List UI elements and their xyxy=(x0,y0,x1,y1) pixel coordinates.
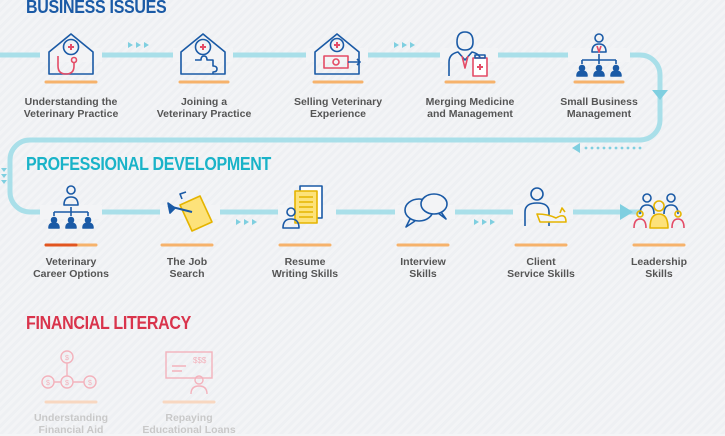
svg-text:$: $ xyxy=(65,355,69,362)
section-title-business: BUSINESS ISSUES xyxy=(26,0,167,18)
topic-label-line1: Joining a xyxy=(180,96,228,108)
flow-dotted-arrow xyxy=(572,143,642,153)
dollar-network-icon: $ $ $ $ xyxy=(41,350,97,389)
topic-label-line2: Experience xyxy=(309,108,367,120)
svg-text:$: $ xyxy=(88,380,92,387)
topic-interview-skills[interactable]: Interview Skills xyxy=(358,256,488,280)
topic-label-line1: Selling Veterinary xyxy=(293,96,383,108)
org-chart-icon xyxy=(576,33,622,77)
flow-track xyxy=(0,52,663,215)
topic-understanding-practice[interactable]: Understanding the Veterinary Practice xyxy=(6,96,136,120)
topic-label-line2: Service Skills xyxy=(507,268,575,280)
topic-career-options[interactable]: Veterinary Career Options xyxy=(6,256,136,280)
topic-label-line2: Veterinary Practice xyxy=(156,108,252,120)
topic-label-line1: Understanding the xyxy=(24,96,118,108)
resume-icon xyxy=(282,185,323,229)
topic-small-business[interactable]: Small Business Management xyxy=(534,96,664,120)
flow-chevrons-row2 xyxy=(236,219,495,225)
topic-label-line1: The Job xyxy=(166,256,208,268)
topic-label-line2: Career Options xyxy=(33,268,109,280)
section-title-financial: FINANCIAL LITERACY xyxy=(26,314,191,334)
topic-label-line1: Client xyxy=(526,256,556,268)
flow-arrow-down xyxy=(652,90,668,100)
topic-label-line2: Skills xyxy=(645,268,673,280)
topic-label-line1: Merging Medicine xyxy=(425,96,515,108)
section-title-professional: PROFESSIONAL DEVELOPMENT xyxy=(26,155,271,175)
topic-label-line1: Veterinary xyxy=(45,256,97,268)
speech-bubbles-icon xyxy=(404,193,448,228)
check-amount-text: $$$ xyxy=(193,356,207,365)
topic-educational-loans[interactable]: Repaying Educational Loans xyxy=(124,412,254,436)
topic-label-line2: and Management xyxy=(427,108,513,120)
client-cat-icon xyxy=(524,187,567,226)
doctor-medicine-icon xyxy=(448,31,488,77)
topic-label-line1: Small Business xyxy=(560,96,638,108)
topic-label-line1: Leadership xyxy=(630,256,688,268)
topic-client-service[interactable]: Client Service Skills xyxy=(476,256,606,280)
topic-label-line1: Understanding xyxy=(33,412,109,424)
topic-label-line1: Repaying xyxy=(165,412,213,424)
hospital-puzzle-icon xyxy=(180,33,226,75)
topic-label-line2: Educational Loans xyxy=(142,424,236,436)
topic-label-line1: Interview xyxy=(400,256,446,268)
flow-arrow-right xyxy=(620,204,633,220)
topic-financial-aid[interactable]: Understanding Financial Aid xyxy=(6,412,136,436)
topic-label-line1: Resume xyxy=(284,256,326,268)
topic-merging-medicine[interactable]: Merging Medicine and Management xyxy=(405,96,535,120)
career-tree-icon xyxy=(48,185,94,229)
team-leader-icon xyxy=(633,193,685,229)
topic-joining-practice[interactable]: Joining a Veterinary Practice xyxy=(139,96,269,120)
topic-label-line2: Writing Skills xyxy=(271,268,339,280)
topic-selling-experience[interactable]: Selling Veterinary Experience xyxy=(273,96,403,120)
topic-label-line2: Financial Aid xyxy=(38,424,104,436)
topic-label-line2: Veterinary Practice xyxy=(23,108,119,120)
topic-label-line2: Search xyxy=(169,268,205,280)
topic-label-line2: Management xyxy=(566,108,632,120)
pen-paper-icon xyxy=(167,191,213,232)
check-loan-icon: $$$ xyxy=(165,351,213,395)
topic-job-search[interactable]: The Job Search xyxy=(122,256,252,280)
flow-chevrons-row1 xyxy=(128,42,415,48)
hospital-stethoscope-icon xyxy=(48,33,94,75)
topic-resume-writing[interactable]: Resume Writing Skills xyxy=(240,256,370,280)
topic-label-line2: Skills xyxy=(409,268,437,280)
svg-text:$: $ xyxy=(46,380,50,387)
svg-text:$: $ xyxy=(65,380,69,387)
label-underlines xyxy=(44,80,686,404)
hospital-money-icon xyxy=(314,33,361,75)
topic-leadership[interactable]: Leadership Skills xyxy=(594,256,724,280)
